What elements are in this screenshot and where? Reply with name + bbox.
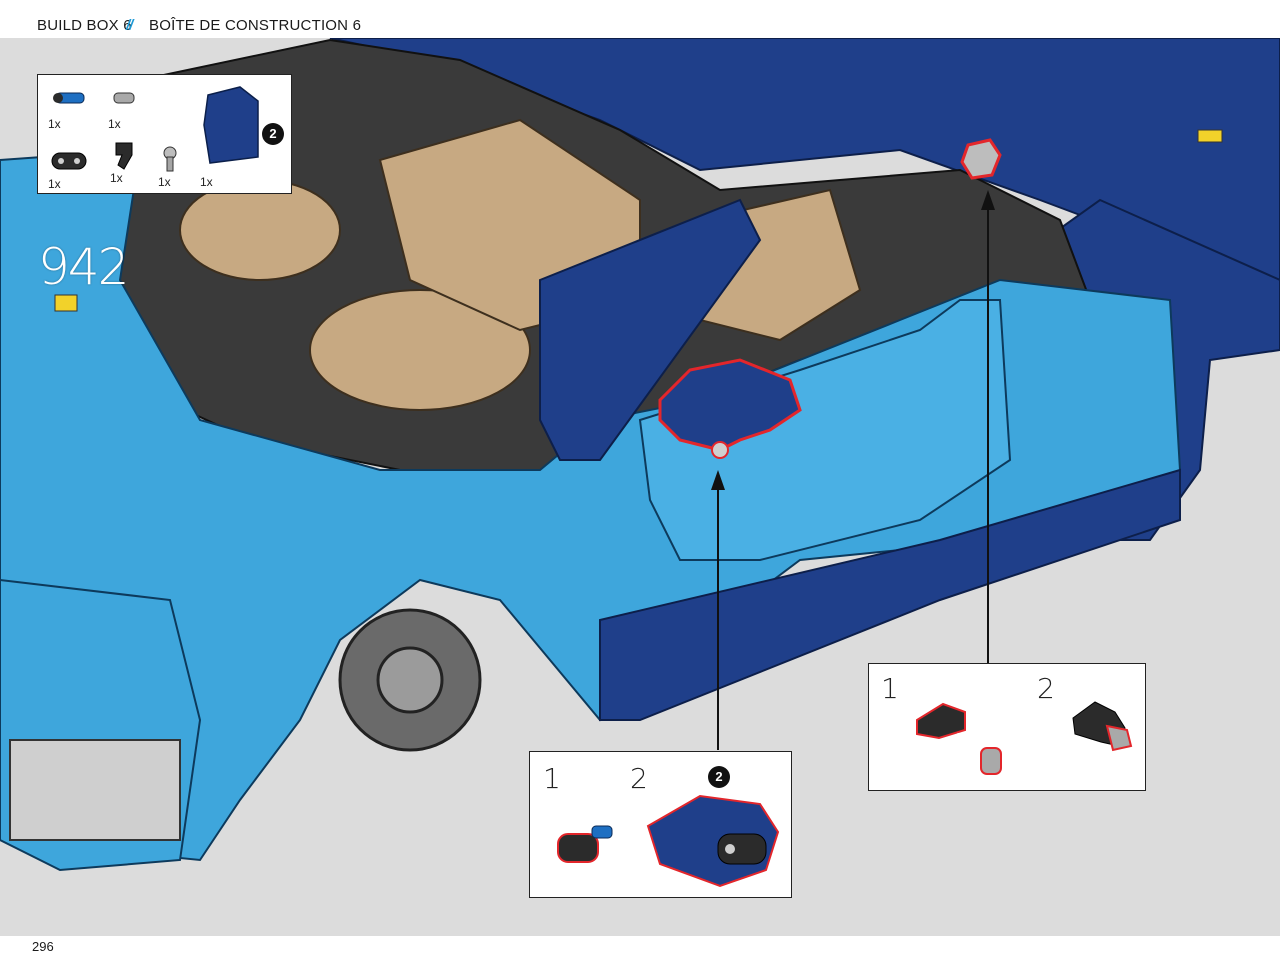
part-qty: 1x	[110, 171, 123, 185]
arrow-head-left	[711, 470, 725, 490]
callout-right-step-2: 2	[1037, 672, 1055, 705]
parts-list: 1x 1x 1x 1x 1x 1x 2	[37, 74, 292, 194]
part-item: 1x	[48, 81, 98, 131]
callout-left-step-1: 1	[543, 762, 561, 795]
blue-axle-pin-icon	[53, 92, 85, 104]
part-item: 1x	[48, 141, 98, 191]
header-build-box-fr: BOÎTE DE CONSTRUCTION 6	[149, 17, 362, 34]
instruction-illustration: 942	[0, 38, 1280, 936]
page-header: BUILD BOX 6 // BOÎTE DE CONSTRUCTION 6	[0, 0, 1280, 38]
part-item: 1x 2	[200, 85, 290, 189]
part-qty: 1x	[158, 175, 171, 189]
black-angle-connector-icon	[115, 142, 133, 170]
callout-left-parts-art	[557, 794, 780, 888]
arrow-head-right	[981, 190, 995, 210]
black-liftarm-icon	[51, 152, 87, 170]
subassembly-badge: 2	[262, 123, 284, 145]
new-part-pin	[711, 441, 729, 459]
part-item: 1x	[110, 135, 160, 185]
seat-rear	[179, 179, 341, 281]
callout-left-step-2: 2	[630, 762, 648, 795]
callout-subassembly-left: 1 2 2	[529, 751, 792, 898]
callout-left-badge: 2	[708, 766, 730, 788]
new-part-highlight	[658, 358, 802, 452]
car-grille	[9, 739, 181, 841]
page-footer: 296	[0, 936, 1280, 974]
part-item: 1x	[108, 81, 158, 131]
wheel-hub	[376, 646, 444, 714]
step-number: 942	[38, 238, 129, 296]
yellow-connector	[54, 294, 78, 312]
page-number: 296	[32, 939, 54, 954]
gray-ball-joint-icon	[163, 146, 177, 172]
part-qty: 1x	[48, 177, 61, 191]
seat-front	[309, 289, 531, 411]
callout-subassembly-right: 1 2	[868, 663, 1146, 791]
callout-right-parts-art	[916, 701, 1133, 775]
gray-pin-icon	[113, 92, 135, 104]
header-separator: //	[126, 17, 133, 34]
part-qty: 1x	[200, 175, 213, 189]
car-illustration	[0, 38, 1280, 872]
car-side-sill	[599, 468, 1181, 721]
car-door-panel	[638, 299, 1012, 561]
part-qty: 1x	[48, 117, 61, 131]
car-wing-panel	[539, 198, 762, 461]
part-item: 1x	[158, 139, 208, 189]
header-build-box-en: BUILD BOX 6	[37, 17, 132, 34]
part-qty: 1x	[108, 117, 121, 131]
yellow-connector-2	[1197, 129, 1223, 143]
dark-blue-panel-icon	[203, 86, 259, 164]
callout-right-step-1: 1	[881, 672, 899, 705]
new-connector-highlight	[960, 138, 1002, 180]
